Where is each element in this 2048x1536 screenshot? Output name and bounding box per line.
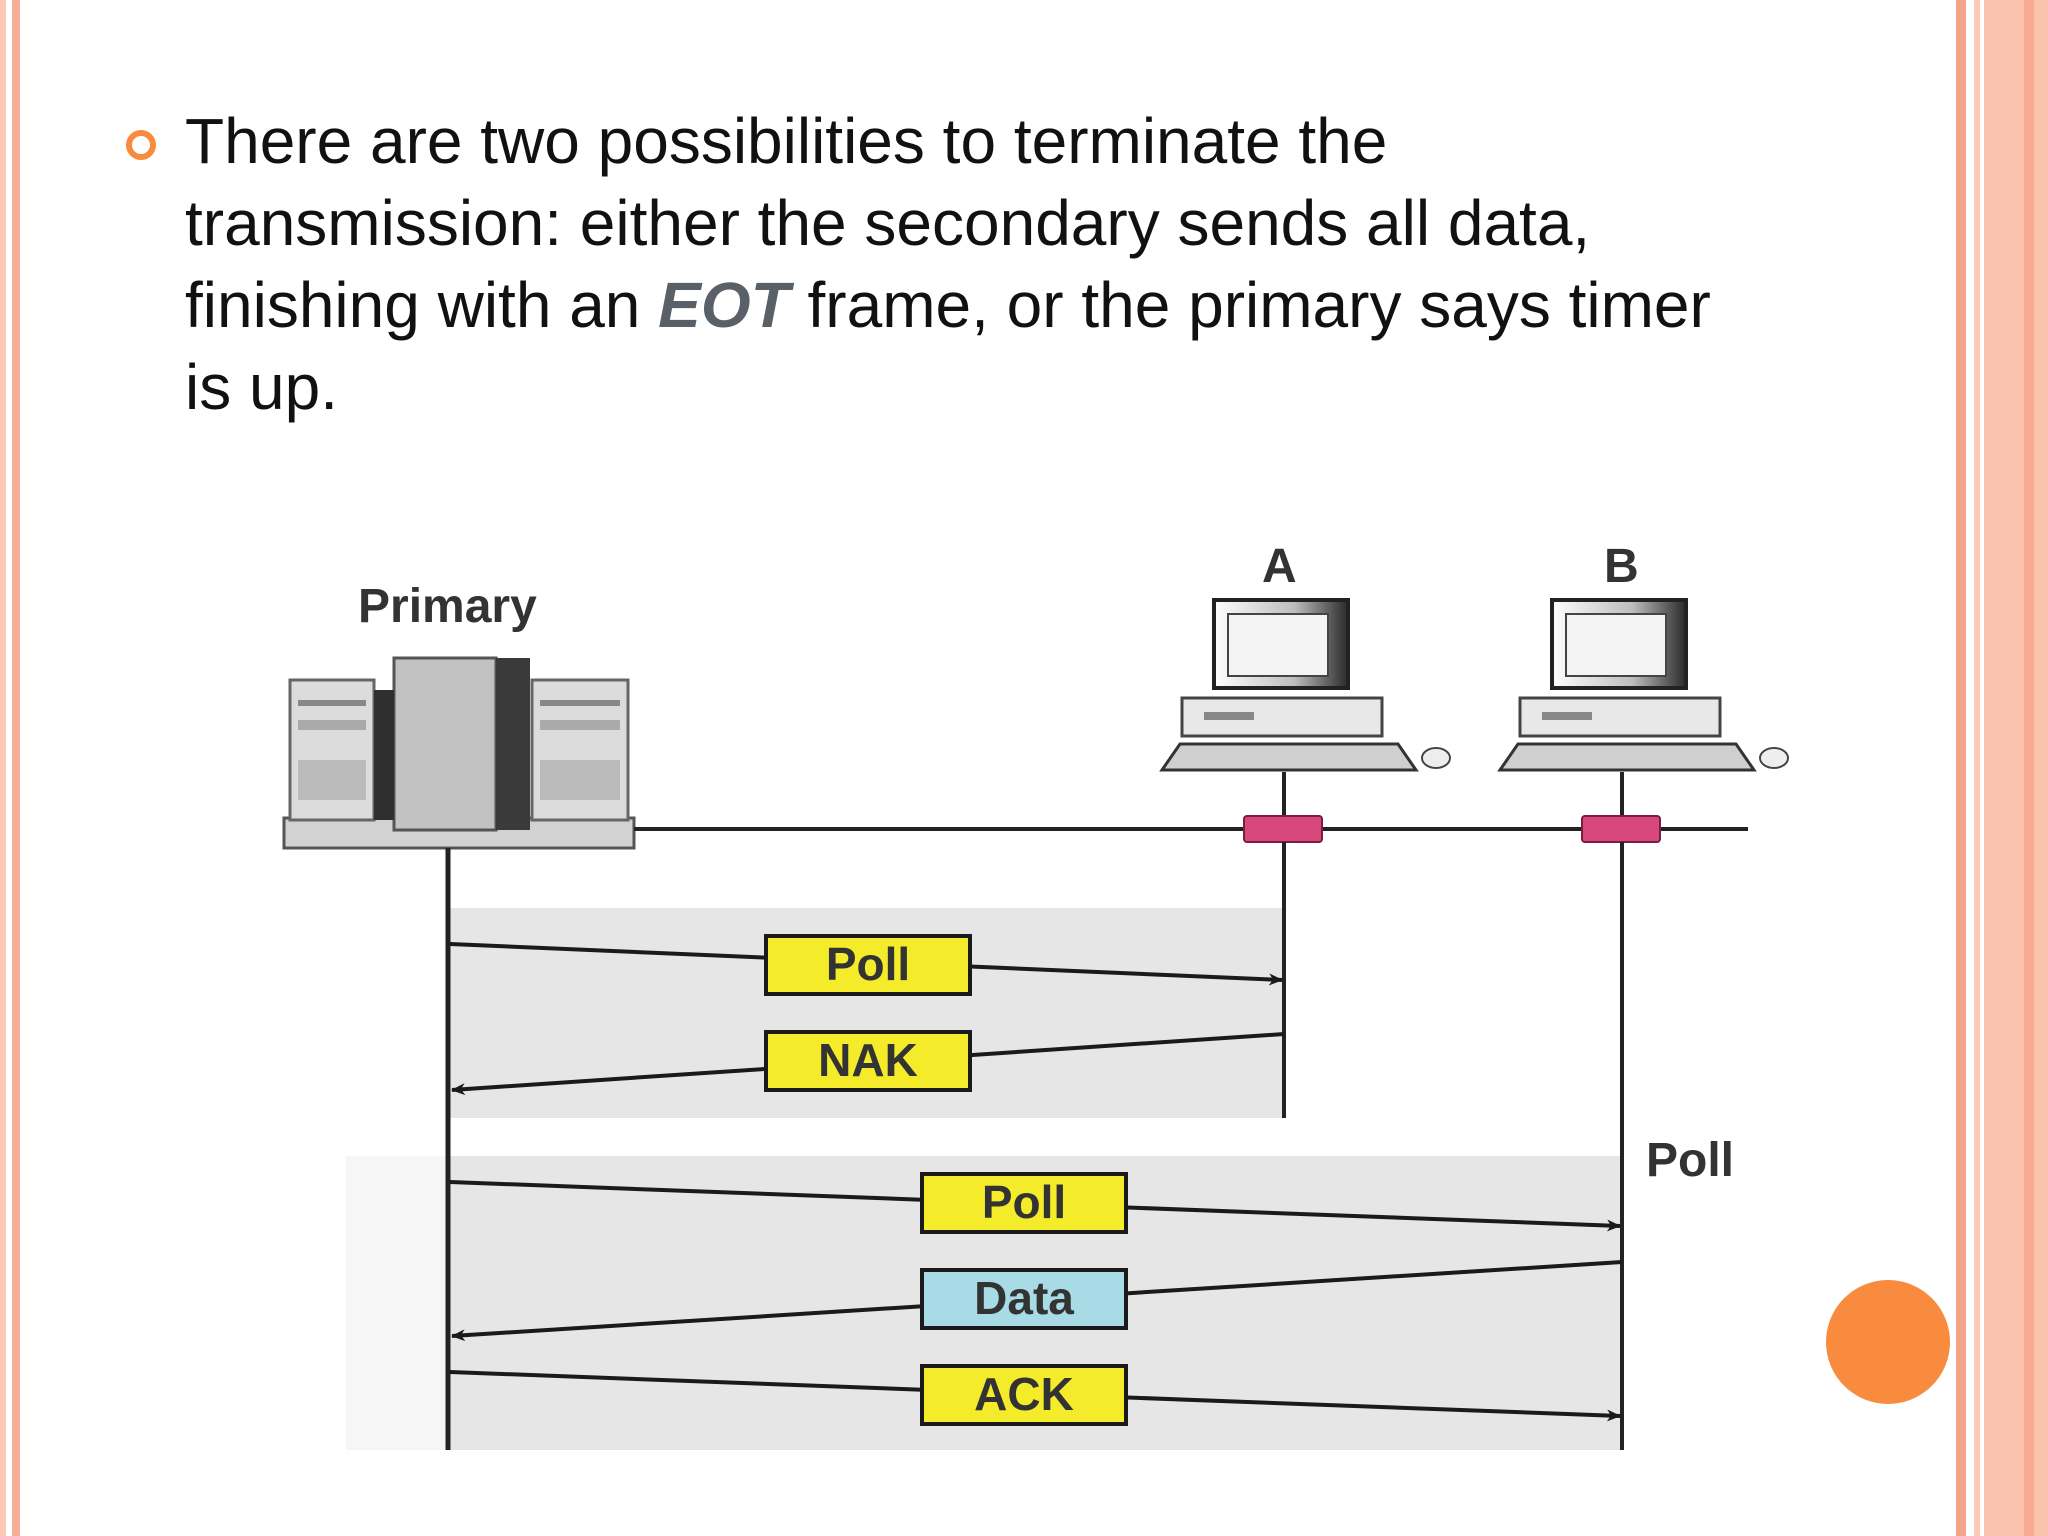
connector-a (1243, 815, 1323, 843)
right-border-stripe (1984, 0, 2048, 1536)
right-border-stripe (1956, 0, 1966, 1536)
station-a-label: A (1262, 540, 1297, 593)
bullet-paragraph: There are two possibilities to terminate… (185, 100, 1745, 428)
frame-poll-b-label: Poll (982, 1176, 1066, 1228)
decorative-orange-circle (1826, 1280, 1950, 1404)
station-b-computer-icon (1497, 598, 1789, 772)
frame-poll-a-label: Poll (826, 938, 910, 990)
frame-poll-b: Poll (920, 1172, 1128, 1234)
frame-ack: ACK (920, 1364, 1128, 1426)
poll-side-label: Poll (1646, 1134, 1734, 1187)
left-border-stripe (12, 0, 20, 1536)
eot-emphasis: EOT (658, 269, 790, 341)
right-border-stripe (1974, 0, 1980, 1536)
station-a-computer-icon (1159, 598, 1451, 772)
frame-ack-label: ACK (974, 1368, 1074, 1420)
paragraph-text-start: There are two possibilities to terminate… (185, 105, 1591, 341)
right-border-stripe (2024, 0, 2034, 1536)
bullet-icon (126, 130, 156, 160)
primary-server-icon (282, 656, 636, 850)
panel-edge (346, 1156, 450, 1450)
primary-label: Primary (358, 580, 537, 633)
right-border (1956, 0, 2048, 1536)
left-border-stripe (0, 0, 6, 1536)
frame-data-label: Data (974, 1272, 1074, 1324)
left-border (0, 0, 22, 1536)
paragraph-text-end: frame, or the primary says timer is up. (185, 269, 1711, 423)
connector-b (1581, 815, 1661, 843)
frame-nak: NAK (764, 1030, 972, 1092)
frame-poll-a: Poll (764, 934, 972, 996)
station-b-label: B (1604, 540, 1639, 593)
frame-data: Data (920, 1268, 1128, 1330)
frame-nak-label: NAK (818, 1034, 918, 1086)
